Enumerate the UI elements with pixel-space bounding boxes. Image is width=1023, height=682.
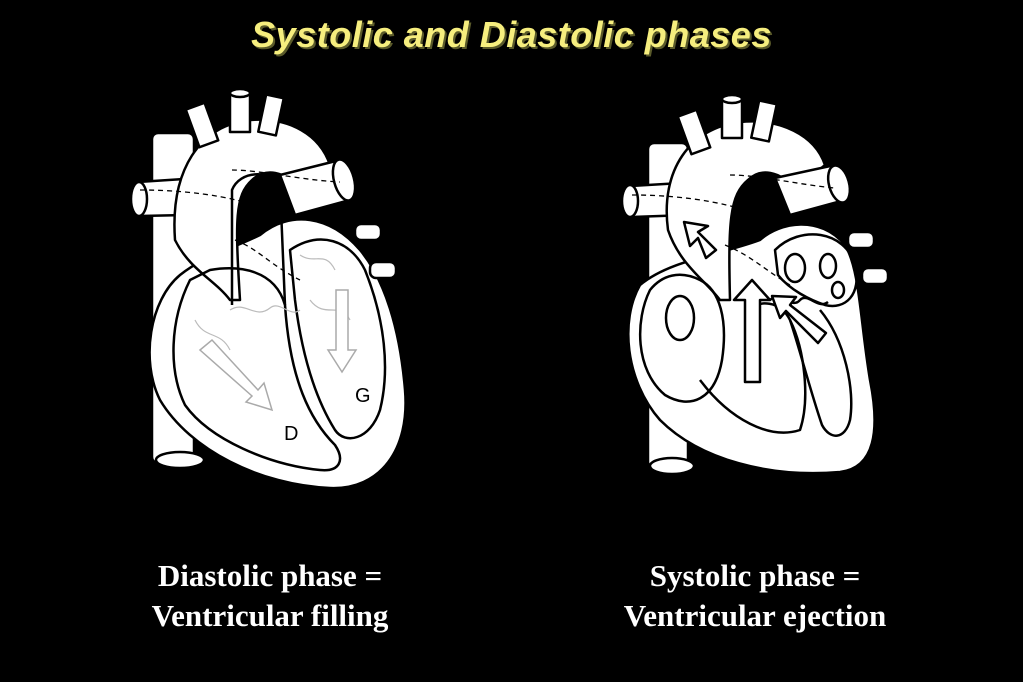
diastolic-heart-diagram: D G <box>129 87 407 490</box>
dashed-line-1-right <box>631 194 771 221</box>
ejection-arrow-pulmonary <box>682 220 718 260</box>
pulmonary-artery-end-right <box>826 164 852 204</box>
valve-sketch-1-left <box>229 305 301 313</box>
right-ventricle-left <box>172 267 342 472</box>
pulmonary-vein-right-end <box>620 183 640 219</box>
vena-cava-bottom-right <box>648 456 696 476</box>
ejection-arrow-aorta <box>732 278 772 384</box>
systolic-caption-line1: Systolic phase = <box>649 558 861 593</box>
small-vessel-1-right <box>846 230 876 250</box>
diastolic-caption-line2: Ventricular filling <box>151 598 389 633</box>
aorta-branch-1-right <box>676 108 712 156</box>
systolic-heart-diagram <box>620 93 890 476</box>
pulmonary-artery-end-left <box>331 158 357 202</box>
left-ventricle-right <box>788 309 853 437</box>
valve-hole-2-right <box>818 252 838 280</box>
aorta-branch-3-right <box>749 99 779 143</box>
systolic-caption: Systolic phase = Ventricular ejection <box>555 556 955 636</box>
dashed-line-2-right <box>729 174 836 189</box>
left-ventricle-left <box>288 238 387 440</box>
aorta-branch-1-left <box>184 101 220 149</box>
diastolic-caption: Diastolic phase = Ventricular filling <box>70 556 470 636</box>
filling-arrow-right-ventricle <box>198 338 274 412</box>
dashed-line-3-left <box>234 239 301 281</box>
filling-arrow-left-ventricle <box>326 289 358 374</box>
aortic-root-left <box>230 173 287 306</box>
dashed-line-1-left <box>139 189 281 216</box>
heart-body-left <box>148 218 407 490</box>
label-G: G <box>355 385 371 407</box>
aorta-branch-3-left <box>256 93 286 137</box>
pulmonary-vein-left-end <box>129 180 149 218</box>
small-vessel-2-left <box>368 260 398 280</box>
valve-sketch-2-left <box>194 319 231 351</box>
right-atrium-right <box>638 273 726 403</box>
ejection-arrow-left <box>770 294 828 345</box>
dashed-line-2-left <box>231 169 341 183</box>
aorta-branch-top-left <box>228 87 252 99</box>
label-D: D <box>284 423 298 445</box>
systolic-caption-line2: Ventricular ejection <box>623 598 887 633</box>
small-vessel-2-right <box>860 266 890 286</box>
slide-title: Systolic and Diastolic phases <box>251 14 772 55</box>
valve-sketch-3-left <box>299 254 336 271</box>
vena-cava-bottom-left <box>154 450 206 470</box>
left-atrium-right <box>773 233 858 308</box>
atrium-opening-right <box>664 294 696 342</box>
valve-hole-3-right <box>830 280 846 300</box>
dashed-line-3-right <box>724 244 791 286</box>
aorta-branch-top-right <box>720 93 744 105</box>
diastolic-caption-line1: Diastolic phase = <box>157 558 383 593</box>
valve-hole-1-right <box>783 252 807 284</box>
small-vessel-1-left <box>353 222 383 242</box>
